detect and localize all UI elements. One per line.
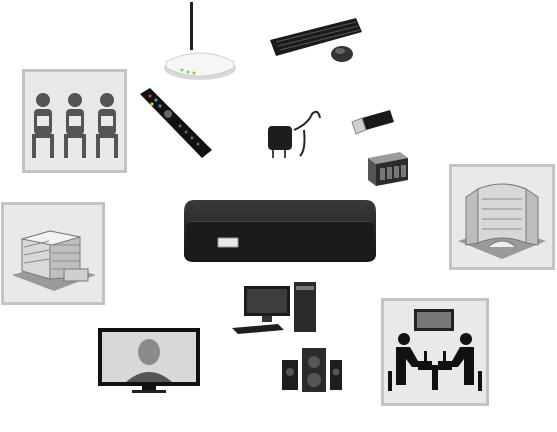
speaker-system-icon — [282, 348, 342, 392]
usb-flash-drive-icon — [351, 110, 394, 135]
hotel-building-tile — [449, 164, 555, 270]
classroom-audience-icon — [32, 93, 118, 158]
flat-tv-icon — [98, 328, 200, 393]
set-top-box-icon — [184, 200, 376, 262]
restaurant-diners-tile — [381, 298, 489, 406]
keyboard-and-mouse-icon — [270, 18, 362, 62]
remote-control-icon — [140, 88, 212, 158]
office-building-icon — [12, 230, 96, 291]
wifi-router-icon — [164, 2, 236, 80]
media-set-top-box — [182, 196, 378, 268]
office-building-tile — [1, 202, 105, 305]
power-adapter-icon — [268, 110, 321, 158]
restaurant-diners-icon — [388, 309, 482, 391]
classroom-audience-tile — [22, 69, 127, 173]
hotel-building-icon — [458, 183, 546, 259]
network-storage-icon — [368, 152, 408, 186]
desktop-computer-icon — [232, 282, 316, 334]
